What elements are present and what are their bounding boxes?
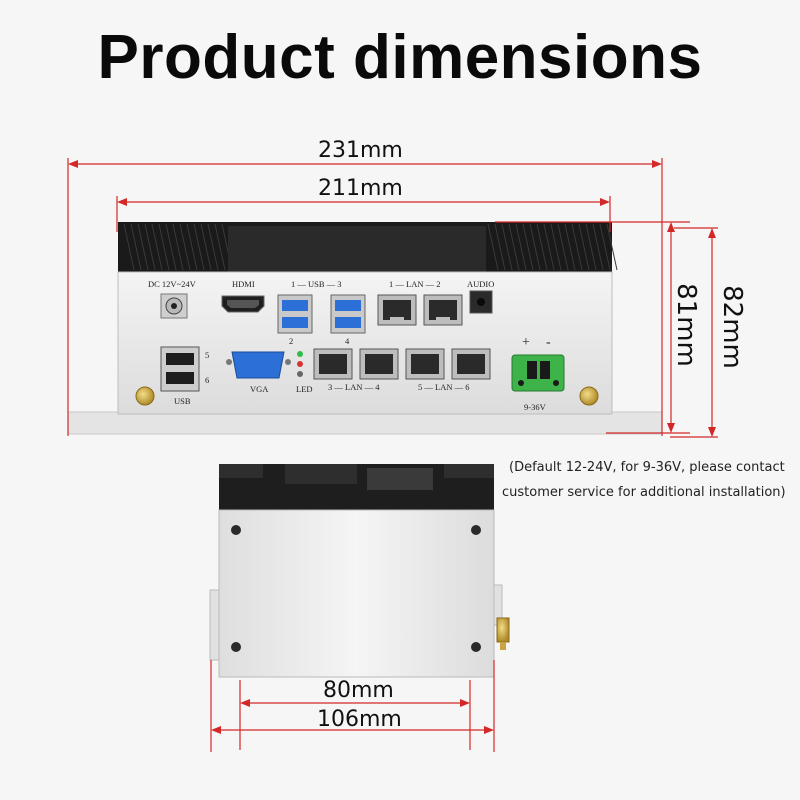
heatsink-fin xyxy=(571,223,583,271)
label-power-minus: - xyxy=(546,335,551,350)
heatsink-fin xyxy=(214,223,226,271)
heatsink-fins xyxy=(118,222,618,272)
top-view-screws xyxy=(231,525,481,652)
lan-port-3 xyxy=(313,348,353,380)
front-panel xyxy=(117,271,613,415)
heatsink-fin xyxy=(158,223,170,271)
lan-port-5 xyxy=(405,348,445,380)
label-usb-4: 4 xyxy=(345,336,350,346)
lan-port-6 xyxy=(451,348,491,380)
heatsink-fin xyxy=(494,223,506,271)
heatsink-fin xyxy=(592,223,604,271)
vga-port xyxy=(226,351,291,379)
heatsink-fin xyxy=(585,223,597,271)
dimension-height-82: 82mm xyxy=(716,285,747,369)
label-power-range: 9-36V xyxy=(524,402,546,412)
heatsink-fin xyxy=(536,223,548,271)
label-usb-5: 5 xyxy=(205,350,210,360)
heatsink-fin xyxy=(543,223,555,271)
usb2-stack xyxy=(160,346,200,392)
heatsink-fin xyxy=(151,223,163,271)
heatsink-fin xyxy=(599,223,611,271)
page-title: Product dimensions xyxy=(97,23,703,92)
led-indicators xyxy=(297,351,303,377)
top-view-antenna xyxy=(496,617,510,650)
dimension-body-width: 211mm xyxy=(318,176,403,201)
lan-port-1 xyxy=(377,294,417,326)
hdmi-port xyxy=(221,295,265,313)
antenna-mount-right xyxy=(579,386,599,406)
label-lan-56: 5 — LAN — 6 xyxy=(418,382,470,392)
voltage-note-line1: (Default 12-24V, for 9-36V, please conta… xyxy=(509,460,785,475)
label-audio: AUDIO xyxy=(467,279,495,289)
label-dc: DC 12V~24V xyxy=(148,279,196,289)
dimension-height-81: 81mm xyxy=(670,283,701,367)
voltage-note-line2: customer service for additional installa… xyxy=(502,485,786,500)
heatsink-fin xyxy=(179,223,191,271)
label-vga: VGA xyxy=(250,384,269,394)
heatsink-fin xyxy=(557,223,569,271)
label-lan-top: 1 — LAN — 2 xyxy=(389,279,441,289)
heatsink-fin xyxy=(550,223,562,271)
label-usb-6: 6 xyxy=(205,375,210,385)
heatsink-fin xyxy=(165,223,177,271)
heatsink-fin xyxy=(172,223,184,271)
dimension-depth-80: 80mm xyxy=(323,678,394,703)
heatsink-fin xyxy=(186,223,198,271)
lan-port-4 xyxy=(359,348,399,380)
heatsink-fin xyxy=(522,223,534,271)
heatsink-fin xyxy=(515,223,527,271)
heatsink-fin xyxy=(508,223,520,271)
dimension-lines xyxy=(67,158,718,752)
usb3-stack-left xyxy=(277,294,313,334)
label-hdmi: HDMI xyxy=(232,279,255,289)
heatsink-fin xyxy=(130,223,142,271)
heatsink-fin xyxy=(123,223,135,271)
heatsink-fin xyxy=(564,223,576,271)
dimension-total-width: 231mm xyxy=(318,138,403,163)
dc-jack xyxy=(160,293,188,319)
heatsink-fin xyxy=(144,223,156,271)
label-led: LED xyxy=(296,384,313,394)
top-view-side-left xyxy=(209,589,220,661)
heatsink-fin xyxy=(501,223,513,271)
usb3-stack-right xyxy=(330,294,366,334)
heatsink-fin xyxy=(578,223,590,271)
heatsink-fin xyxy=(529,223,541,271)
lan-port-2 xyxy=(423,294,463,326)
top-view-body xyxy=(218,509,495,678)
power-terminal xyxy=(511,354,565,392)
label-lan-34: 3 — LAN — 4 xyxy=(328,382,380,392)
top-view-heatsink xyxy=(219,464,494,510)
label-usb-top: 1 — USB — 3 xyxy=(291,279,342,289)
mounting-flange xyxy=(67,411,663,435)
label-usb-2: 2 xyxy=(289,336,294,346)
dimension-depth-106: 106mm xyxy=(317,707,402,732)
heatsink-fin xyxy=(137,223,149,271)
heatsink-fin xyxy=(200,223,212,271)
antenna-mount-left xyxy=(135,386,155,406)
label-power-plus: + xyxy=(522,335,530,350)
heatsink-fin xyxy=(487,223,499,271)
label-usb: USB xyxy=(174,396,191,406)
heatsink-fin xyxy=(193,223,205,271)
heatsink-fin xyxy=(207,223,219,271)
heatsink-fin xyxy=(606,223,618,271)
audio-jack xyxy=(469,290,493,314)
